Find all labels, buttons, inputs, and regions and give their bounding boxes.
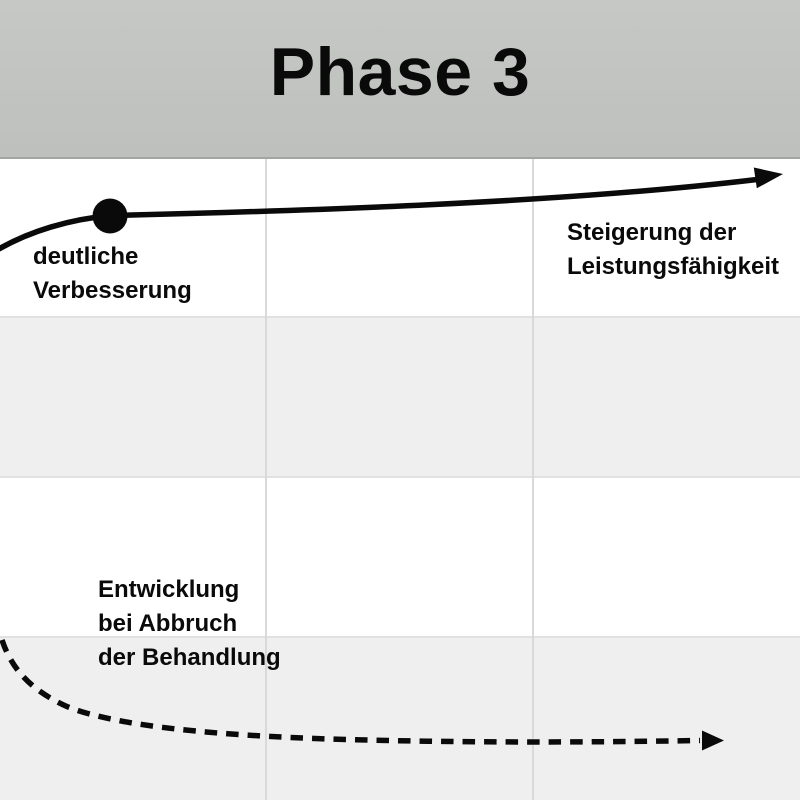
label-improvement: deutliche Verbesserung xyxy=(33,240,192,308)
label-improvement-line1: deutliche xyxy=(33,243,139,270)
label-performance-line2: Leistungsfähigkeit xyxy=(567,253,780,280)
grid-row-2 xyxy=(0,318,800,478)
label-dropout: Entwicklung bei Abbruch der Behandlung xyxy=(98,573,281,675)
label-performance: Steigerung der Leistungsfähigkeit xyxy=(567,216,779,284)
grid-horizontal-line-3 xyxy=(0,636,800,638)
label-dropout-line2: bei Abbruch xyxy=(98,610,238,637)
grid-horizontal-line-2 xyxy=(0,476,800,478)
label-dropout-line1: Entwicklung xyxy=(98,576,240,603)
label-performance-line1: Steigerung der xyxy=(567,219,737,246)
grid-horizontal-line-1 xyxy=(0,316,800,318)
grid-column-line-1 xyxy=(265,159,267,800)
grid-column-line-2 xyxy=(532,159,534,800)
label-dropout-line3: der Behandlung xyxy=(98,644,281,671)
slide-title: Phase 3 xyxy=(269,34,531,110)
grid-row-3 xyxy=(0,478,800,638)
slide-header: Phase 3 xyxy=(0,0,800,159)
label-improvement-line2: Verbesserung xyxy=(33,277,192,304)
